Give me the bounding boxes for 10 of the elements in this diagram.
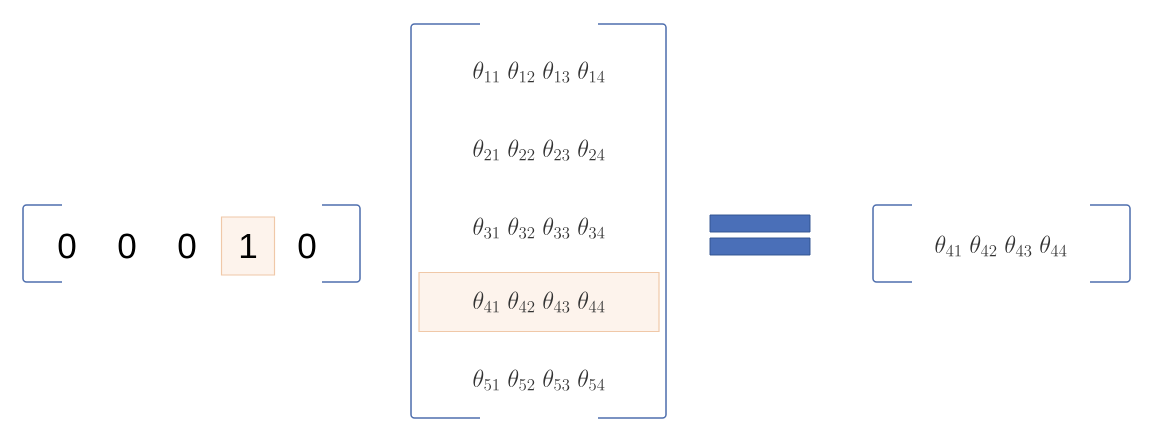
- matrix-row: $\theta_{31}\;\theta_{32}\;\theta_{33}\;\theta_{34}$: [473, 217, 605, 239]
- matrix-row: $\theta_{41}\;\theta_{42}\;\theta_{43}\;\theta_{44}$: [935, 235, 1067, 257]
- highlight-box: 1: [220, 216, 276, 276]
- matrix-row: $\theta_{11}\;\theta_{12}\;\theta_{13}\;\theta_{14}$: [473, 61, 605, 83]
- matrix-row: $\theta_{51}\;\theta_{52}\;\theta_{53}\;\theta_{54}$: [473, 369, 605, 391]
- vector-entry: 0: [298, 233, 316, 259]
- vector-entry: 0: [58, 233, 76, 259]
- highlight-box: $\theta_{41}\;\theta_{42}\;\theta_{43}\;\theta_{44}$: [418, 271, 660, 333]
- vector-entry: 0: [118, 233, 136, 259]
- matrix-row: $\theta_{21}\;\theta_{22}\;\theta_{23}\;\theta_{24}$: [473, 139, 605, 161]
